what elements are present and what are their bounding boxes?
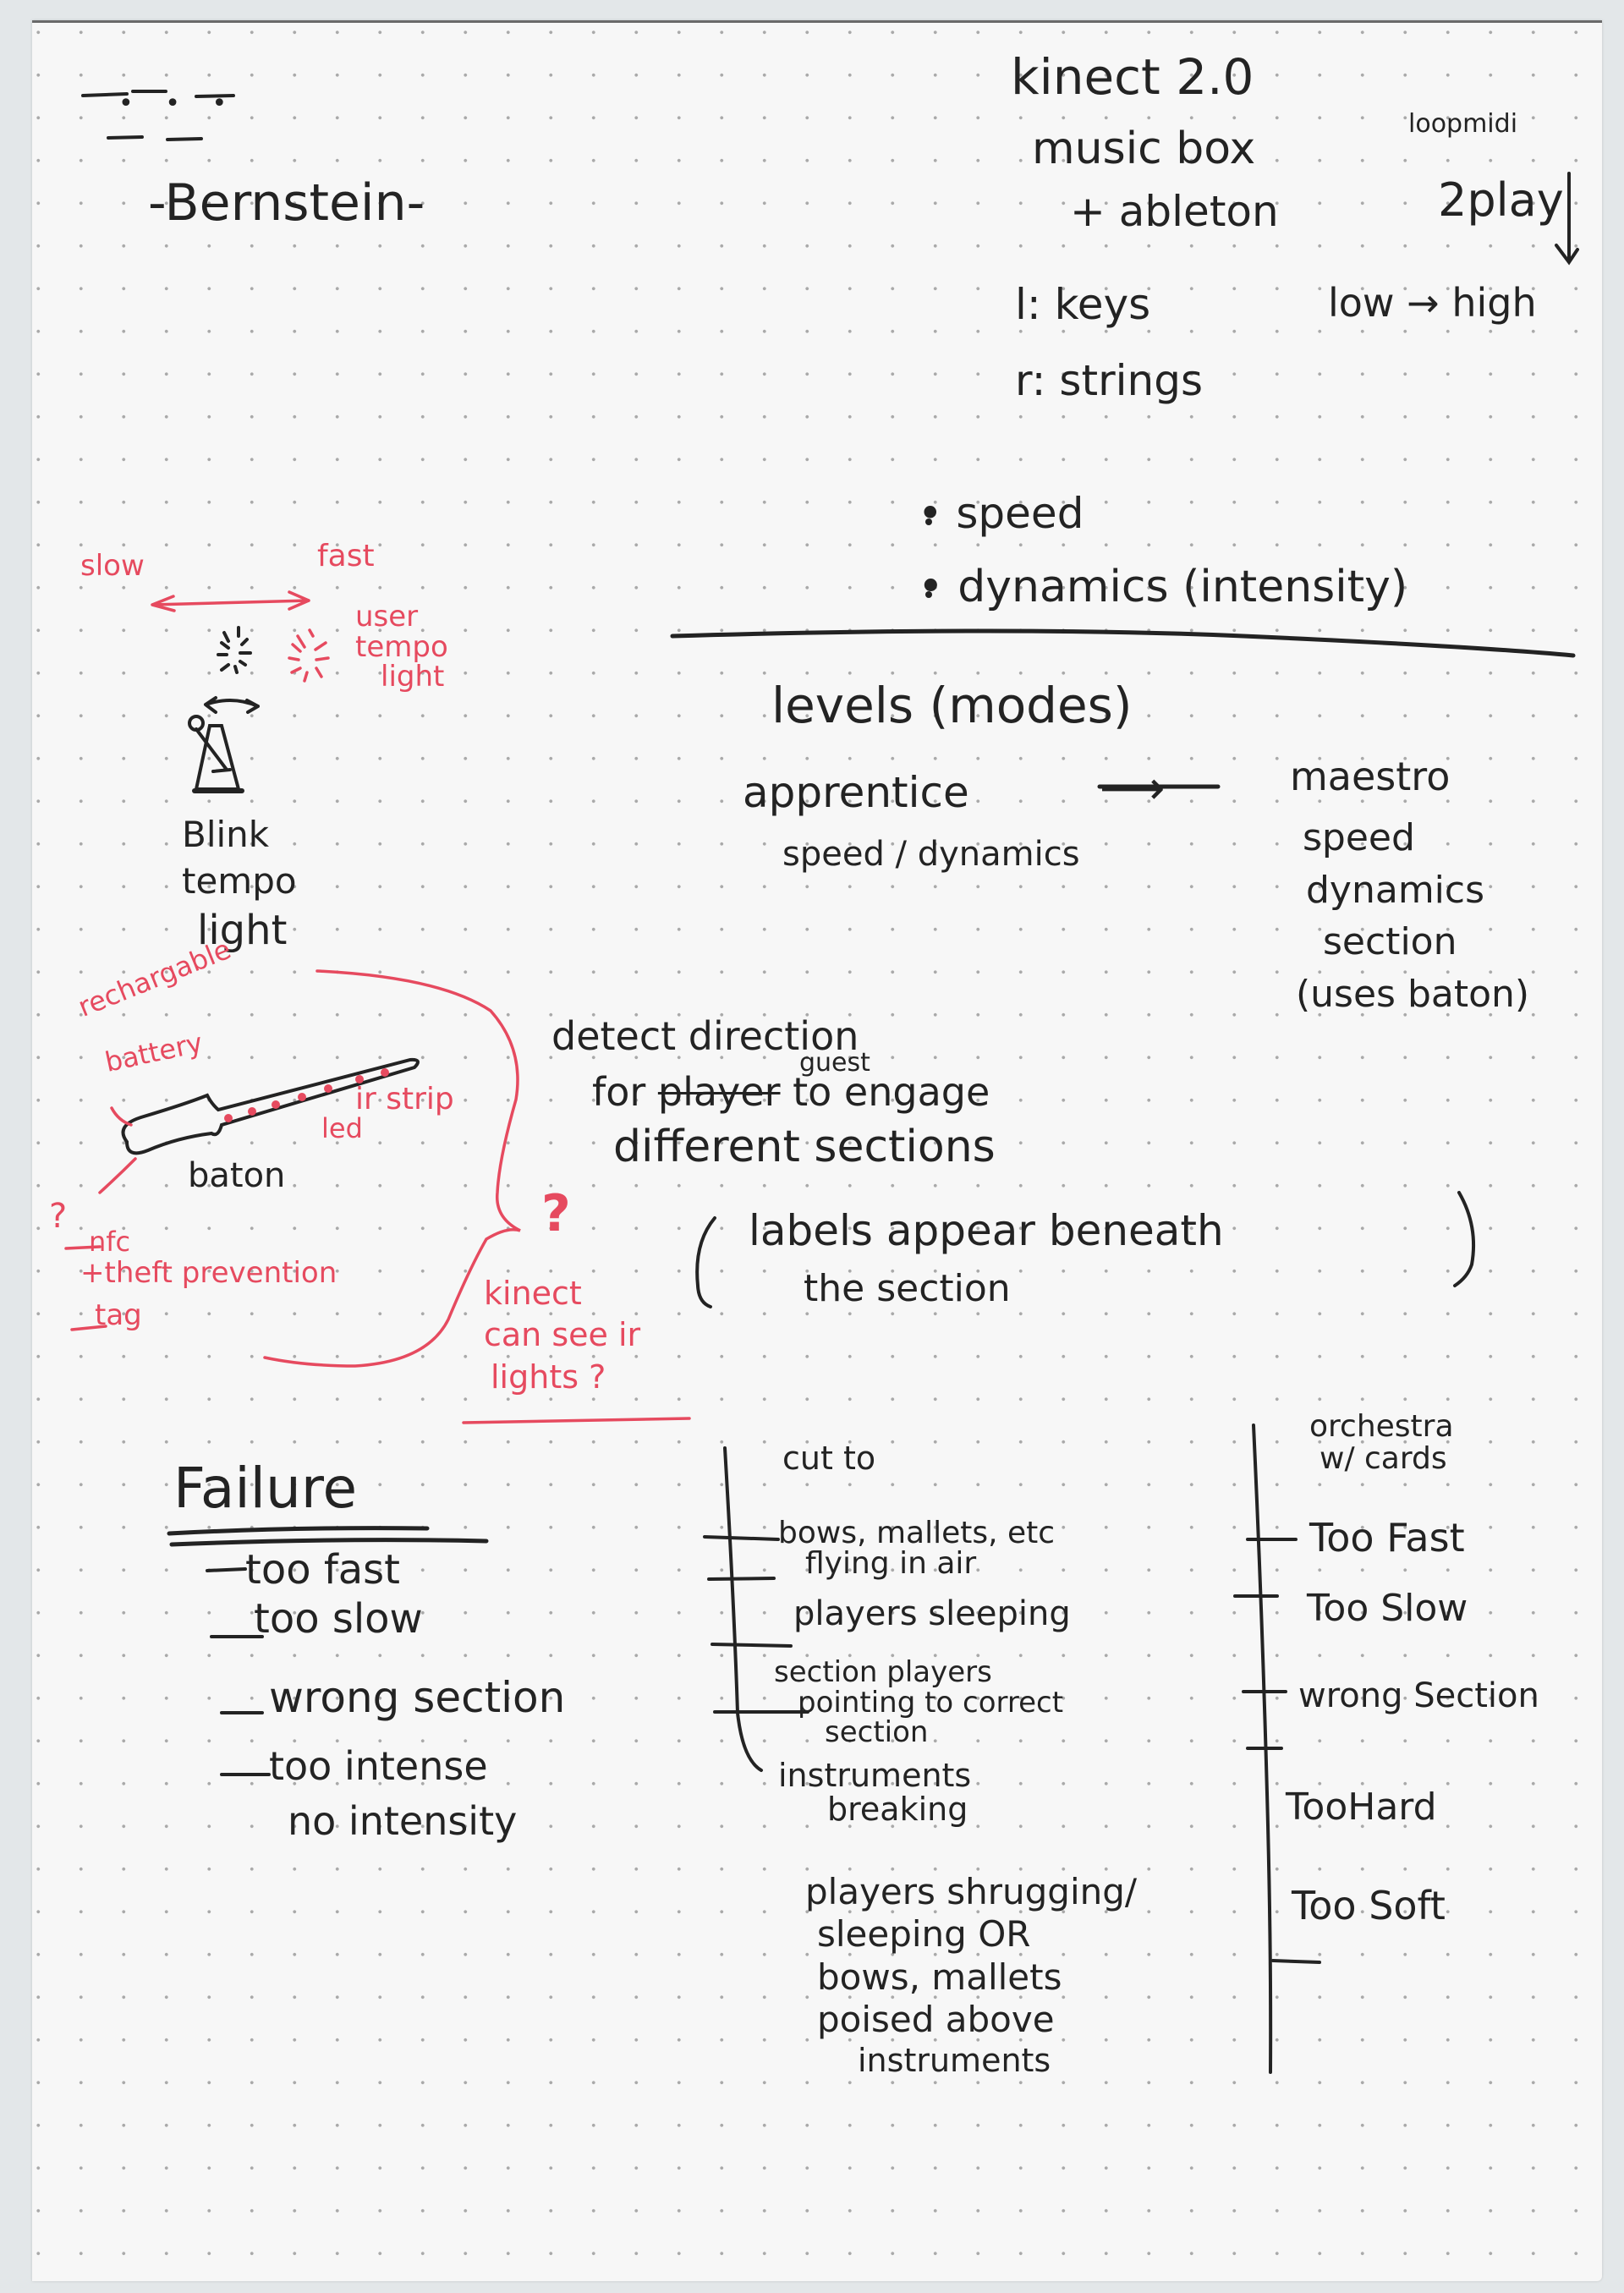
card-wrong-section: wrong Section [1298,1676,1539,1715]
control-dynamics: • dynamics (intensity) [918,562,1408,612]
kinect-ir-question: kinect can see ir lights ? [484,1273,640,1398]
light-label: light [381,660,445,694]
blink-label: Blink [182,814,270,855]
cut-to-item-3-line2: pointing to correct [798,1685,1064,1720]
tech-title: kinect 2.0 [1011,48,1254,106]
cards-title: orchestra w/ cards [1309,1411,1454,1475]
tempo-word: tempo [182,859,297,902]
failure-title: Failure [173,1456,358,1521]
theft-prevention-label: +theft prevention [80,1256,337,1290]
nfc-label: nfc [89,1226,131,1258]
tech-music-box: music box [1032,123,1256,174]
apprentice-detail: speed / dynamics [782,835,1080,874]
level-apprentice: apprentice [743,768,969,817]
cards-title-line1: orchestra [1309,1409,1454,1444]
lights-q: lights ? [491,1358,606,1396]
maestro-details: speed dynamics section (uses baton) [1296,812,1529,1020]
levels-title: levels (modes) [771,677,1133,734]
direction-line2: for player to engage [592,1072,990,1111]
blink-tempo-light-label: Blink tempo light [182,812,297,957]
baton-label: baton [188,1156,286,1195]
cut-to-item-3: section players pointing to correct sect… [774,1655,1064,1750]
user-tempo-light-label: user tempo light [355,600,448,694]
direction-guest-insert: guest [799,1048,870,1078]
tempo-fast-label: fast [317,539,375,573]
failure-item-wrong-section: wrong section [269,1673,566,1722]
nfc-question: ? [49,1197,68,1236]
failure-item-too-fast: too fast [245,1546,400,1594]
failure-item-no-intensity: no intensity [288,1798,518,1844]
cut-to-item-1-line2: flying in air [805,1546,977,1581]
logo-dots-icon: • • • [118,89,239,118]
tag-label: tag [95,1298,142,1332]
cut-to-item-3-line1: section players [774,1655,992,1689]
direction-line3: different sections [613,1122,996,1172]
cut-to-item-5-line4: poised above [817,1999,1055,2041]
cut-to-item-1-line1: bows, mallets, etc [778,1516,1056,1550]
tempo-slow-label: slow [80,549,145,583]
tech-loopmidi: loopmidi [1408,109,1518,139]
card-too-hard: TooHard [1286,1786,1437,1829]
maestro-uses-baton: (uses baton) [1296,972,1530,1016]
cut-to-item-2: players sleeping [793,1594,1071,1633]
light-word: light [197,907,288,955]
cut-to-item-5-line3: bows, mallets [817,1956,1062,1998]
can-see-ir: can see ir [484,1316,641,1354]
to-engage: to engage [793,1069,990,1115]
for-word: for [592,1069,646,1115]
maestro-section: section [1323,920,1457,964]
cut-to-item-5-line1: players shrugging/ [805,1871,1138,1912]
struck-player-word: player [657,1069,781,1115]
cut-to-item-4-line2: breaking [827,1790,968,1828]
tech-2play: 2play [1438,173,1564,227]
tech-left-hand: l: keys [1015,280,1151,329]
ir-strip-label: ir strip [355,1082,454,1116]
control-speed: • speed [918,489,1084,538]
cut-to-title: cut to [782,1440,876,1477]
cut-to-item-4-line1: instruments [778,1757,972,1794]
tech-right-hand: r: strings [1015,356,1203,405]
card-too-fast: Too Fast [1309,1515,1465,1561]
cut-to-item-5-line2: sleeping OR [817,1913,1031,1956]
maestro-speed: speed [1303,816,1415,859]
page-title: -Bernstein- [148,173,425,233]
cut-to-item-1: bows, mallets, etc flying in air [778,1518,1055,1579]
direction-line1: detect direction [551,1013,859,1059]
maestro-dynamics: dynamics [1306,868,1485,912]
cut-to-item-3-line3: section [825,1715,929,1750]
kinect-word: kinect [484,1275,582,1312]
level-arrow-icon: ⟶ [1100,761,1166,815]
cut-to-item-5: players shrugging/ sleeping OR bows, mal… [805,1871,1137,2080]
card-too-slow: Too Slow [1307,1587,1468,1630]
failure-item-too-intense: too intense [269,1743,488,1789]
labels-note-line1: labels appear beneath [749,1206,1224,1255]
card-too-soft: Too Soft [1292,1883,1446,1928]
tempo-label: tempo [355,629,448,664]
labels-note-line2: the section [804,1267,1011,1310]
tech-pitch: low → high [1328,280,1537,326]
tech-ableton: + ableton [1070,187,1279,236]
led-label: led [321,1112,363,1144]
cut-to-item-5-line5: instruments [858,2041,1051,2079]
level-maestro: maestro [1290,754,1451,799]
cut-to-item-4: instruments breaking [778,1757,972,1828]
user-label: user [355,600,419,634]
kinect-question-mark: ? [541,1184,571,1243]
cards-title-line2: w/ cards [1320,1440,1447,1476]
notebook-page [32,20,1602,2281]
failure-item-too-slow: too slow [254,1595,423,1643]
